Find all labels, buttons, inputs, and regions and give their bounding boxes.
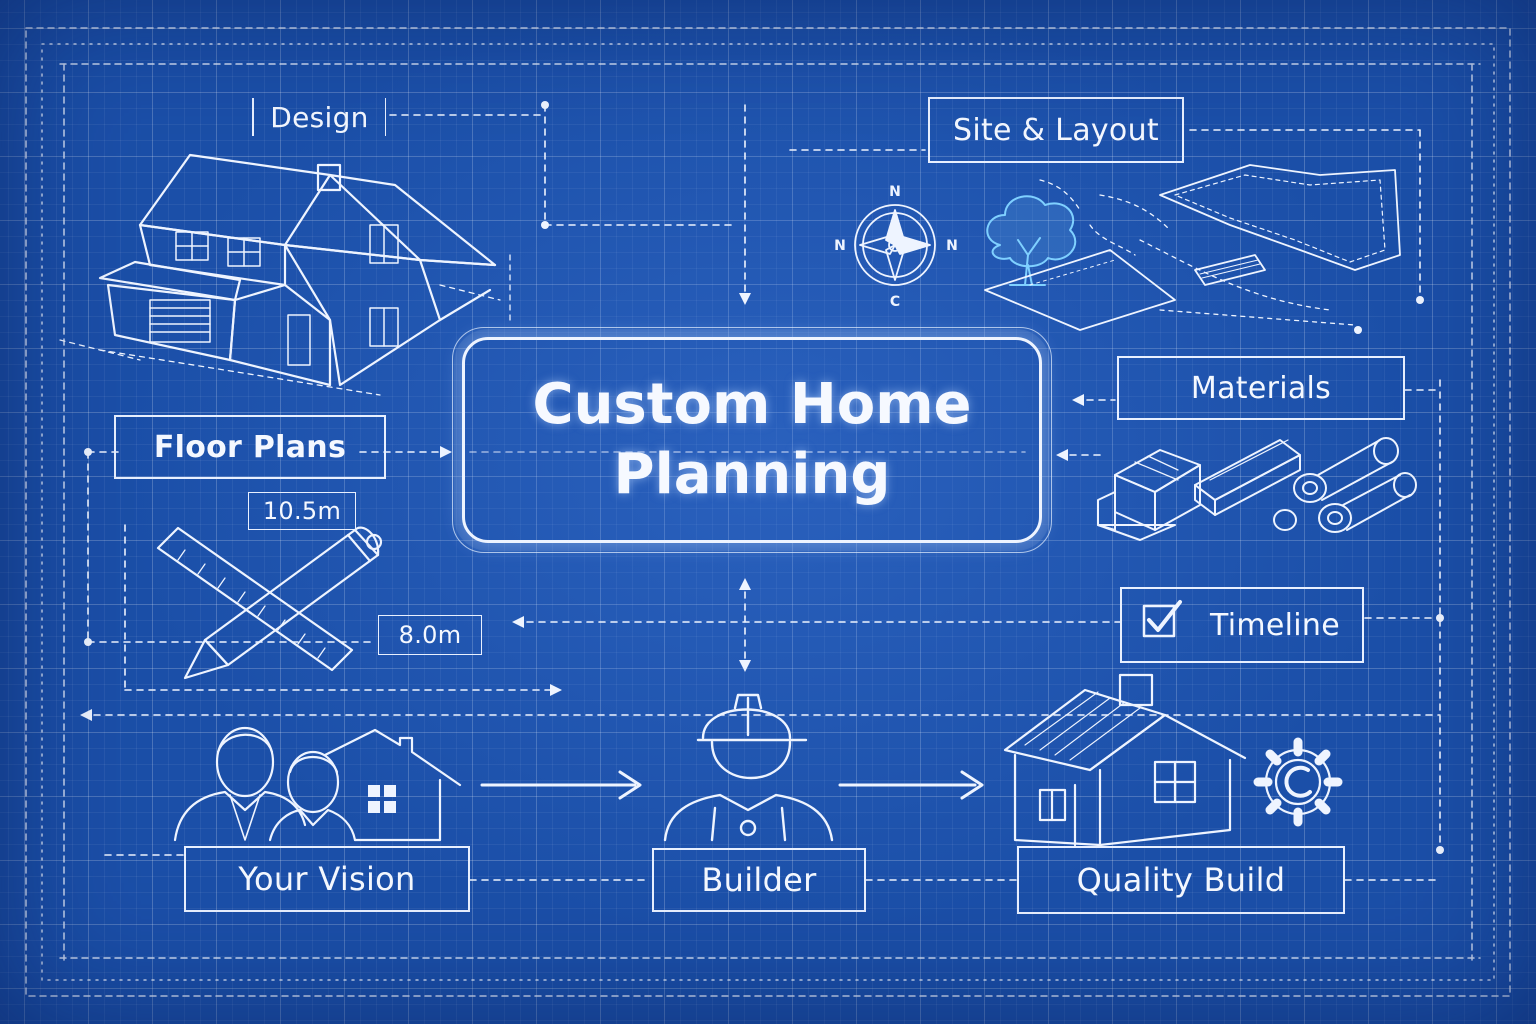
quality-build-label: Quality Build [1017, 846, 1345, 914]
connector-arrowheads [80, 293, 1084, 721]
house-outline-vision-icon [323, 728, 462, 842]
compass-north: N [889, 184, 901, 200]
your-vision-label: Your Vision [184, 846, 470, 912]
design-label: Design [252, 98, 386, 136]
people-icon [173, 726, 357, 842]
connector-dots [84, 101, 1444, 854]
site-layout-label: Site & Layout [928, 97, 1184, 163]
title-line-1: Custom Home [532, 372, 972, 437]
house-icon [1003, 673, 1247, 847]
timeline-label: Timeline [1120, 587, 1364, 663]
compass-letters: N N N C [834, 184, 958, 310]
compass-west: N [834, 238, 846, 254]
house-isometric-icon [59, 153, 511, 396]
site-plan-icon [984, 164, 1401, 331]
compass-east: N [946, 238, 958, 254]
title-frame-outer [452, 327, 1052, 553]
worker-icon [663, 693, 834, 842]
connector-lines [81, 104, 1441, 881]
title-line-2: Planning [613, 442, 891, 507]
dimension-height-label: 8.0m [378, 615, 482, 655]
tree-icon [986, 195, 1077, 286]
compass-icon [854, 204, 936, 286]
window-icon [368, 785, 396, 813]
frame-lines [25, 27, 1511, 997]
flow-arrows [480, 770, 984, 800]
floor-plans-label: Floor Plans [114, 415, 386, 479]
builder-label: Builder [652, 848, 866, 912]
materials-label: Materials [1117, 356, 1405, 420]
ruler-pencil-icon [156, 526, 383, 680]
gear-icon [1253, 737, 1343, 827]
materials-stack-icon [1097, 437, 1417, 541]
central-title: Custom Home Planning [462, 337, 1042, 543]
checkbox-icon [1142, 600, 1182, 638]
dimension-width-label: 10.5m [248, 492, 356, 530]
compass-south: C [890, 294, 900, 310]
